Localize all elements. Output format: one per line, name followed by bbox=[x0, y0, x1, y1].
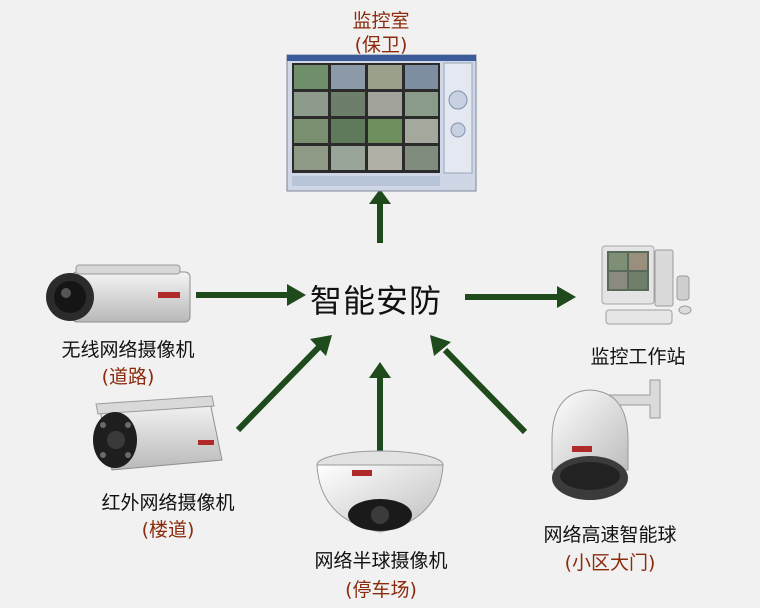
center-label: 智能安防 bbox=[310, 282, 443, 320]
arrow-from-speed-dome bbox=[430, 335, 528, 435]
speed-dome-camera-image bbox=[551, 379, 661, 500]
monitor-room-label: 监控室 bbox=[352, 10, 410, 32]
arrow-from-ir-camera bbox=[235, 335, 332, 433]
arrow-from-dome-camera bbox=[369, 362, 391, 452]
ir-camera-label: 红外网络摄像机 bbox=[101, 492, 235, 514]
arrow-to-monitor-room bbox=[369, 189, 391, 243]
monitor-room-sub-label: (保卫) bbox=[354, 34, 408, 56]
box-camera-sub-label: (道路) bbox=[101, 366, 155, 388]
workstation-computer-image bbox=[601, 245, 692, 325]
arrow-from-box-camera bbox=[196, 284, 306, 306]
dome-camera-sub-label: (停车场) bbox=[345, 579, 417, 601]
monitor-room-screen-image bbox=[286, 54, 477, 192]
box-camera-image bbox=[46, 264, 191, 323]
ir-camera-image bbox=[93, 395, 223, 471]
dome-camera-label: 网络半球摄像机 bbox=[314, 550, 448, 572]
workstation-label: 监控工作站 bbox=[590, 346, 686, 368]
box-camera-label: 无线网络摄像机 bbox=[61, 339, 195, 361]
dome-camera-image bbox=[316, 450, 444, 533]
arrow-to-workstation bbox=[465, 286, 576, 308]
speed-dome-label: 网络高速智能球 bbox=[543, 524, 677, 546]
speed-dome-sub-label: (小区大门) bbox=[564, 552, 656, 574]
ir-camera-sub-label: (楼道) bbox=[141, 519, 195, 541]
